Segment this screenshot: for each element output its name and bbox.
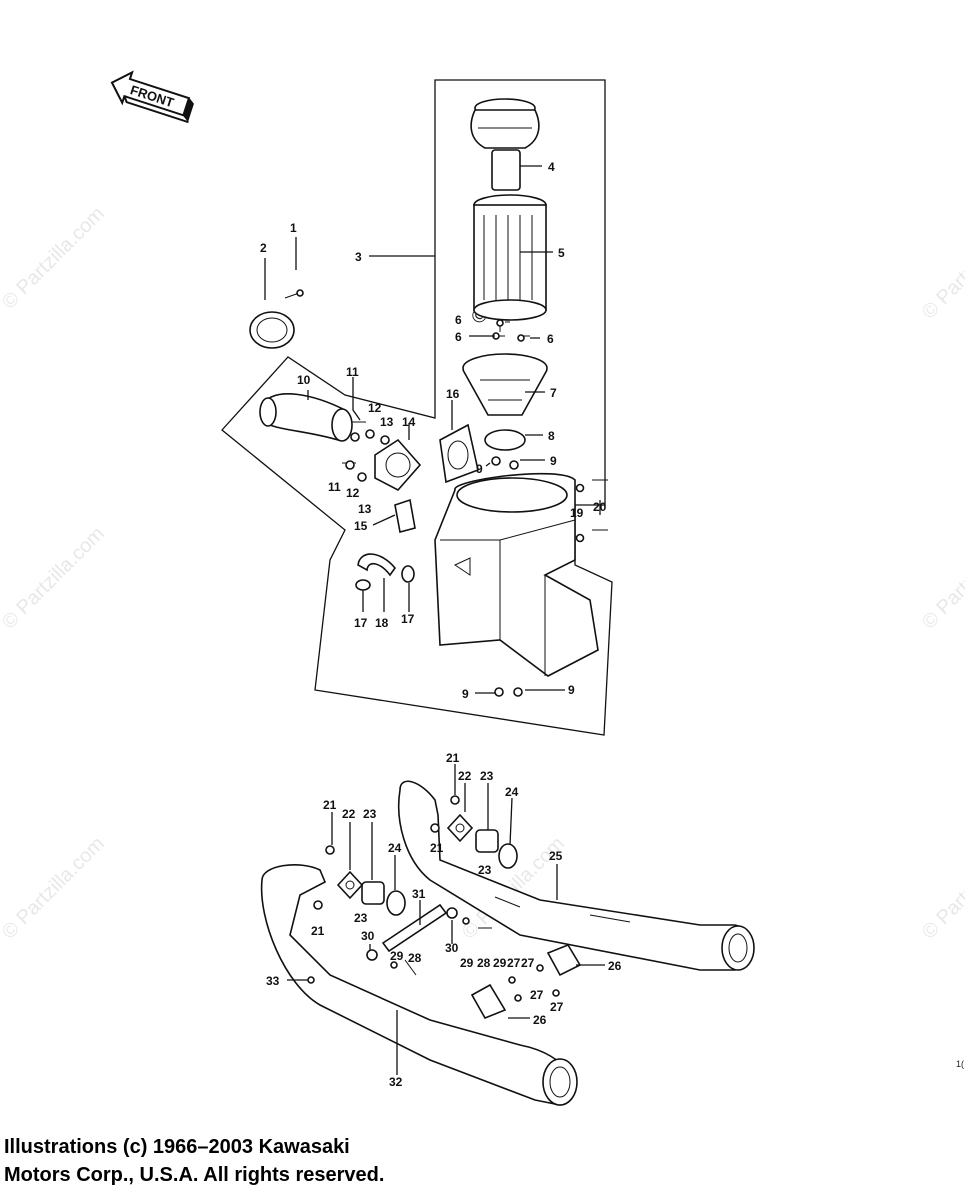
muffler-right [397, 780, 755, 971]
connecting-pipe [366, 903, 492, 976]
air-cleaner-group-outline [221, 79, 613, 736]
page-mark: 1( [956, 1059, 964, 1069]
screws [492, 319, 530, 342]
callout-29: 29 [493, 956, 507, 970]
clip [394, 498, 416, 533]
callout-12: 12 [368, 401, 382, 415]
callout-19: 19 [570, 506, 584, 520]
callout-23: 23 [354, 911, 368, 925]
muffler-left [260, 864, 578, 1106]
callout-21: 21 [430, 841, 444, 855]
screw-33 [307, 976, 315, 984]
callout-15: 15 [354, 519, 368, 533]
callout-13: 13 [358, 502, 372, 516]
callout-21: 21 [446, 751, 460, 765]
nuts [491, 456, 523, 697]
callout-9: 9 [550, 454, 557, 468]
callout-26: 26 [533, 1013, 547, 1027]
muffler-brackets [470, 944, 582, 1020]
copyright-line-1: Illustrations (c) 1966–2003 Kawasaki [4, 1136, 350, 1158]
callout-13: 13 [380, 415, 394, 429]
callout-24: 24 [388, 841, 402, 855]
callout-3: 3 [355, 250, 362, 264]
exhaust-fittings-left [313, 845, 406, 916]
callout-17: 17 [401, 612, 415, 626]
callout-17: 17 [354, 616, 368, 630]
callout-27: 27 [521, 956, 535, 970]
callout-27: 27 [550, 1000, 564, 1014]
callout-numbers: 1 2 3 4 5 6 6 6 7 8 9 9 9 9 10 11 12 13 … [260, 160, 622, 1089]
watermark: © Partzilla.com [918, 523, 965, 634]
washer-bolt-set [575, 479, 608, 543]
callout-22: 22 [342, 807, 356, 821]
cleaner-plate [484, 429, 526, 451]
callout-5: 5 [558, 246, 565, 260]
callout-23: 23 [478, 863, 492, 877]
copyright-notice: Illustrations (c) 1966–2003 Kawasaki Mot… [4, 1133, 604, 1189]
callout-20: 20 [593, 500, 607, 514]
watermark: © Partzilla.com [918, 833, 965, 944]
callout-6: 6 [455, 313, 462, 327]
callout-26: 26 [608, 959, 622, 973]
callout-2: 2 [260, 241, 267, 255]
leader-lines [264, 165, 605, 1075]
callout-11: 11 [328, 480, 341, 494]
callout-6: 6 [455, 330, 462, 344]
callout-33: 33 [266, 974, 280, 988]
callout-16: 16 [446, 387, 460, 401]
callout-11: 11 [346, 365, 359, 379]
watermark: © Partzilla.com [0, 203, 109, 314]
drain-hose [355, 553, 415, 591]
air-cleaner-cap [470, 98, 540, 191]
intake-flange [374, 438, 422, 491]
callout-4: 4 [548, 160, 555, 174]
callout-29: 29 [460, 956, 474, 970]
air-cleaner-housing [434, 472, 599, 677]
callout-6: 6 [547, 332, 554, 346]
callout-24: 24 [505, 785, 519, 799]
callout-9: 9 [462, 687, 469, 701]
callout-7: 7 [550, 386, 557, 400]
callout-9: 9 [476, 462, 483, 476]
callout-22: 22 [458, 769, 472, 783]
watermark: © Partzilla.com [0, 523, 109, 634]
front-arrow-icon: FRONT [110, 70, 194, 124]
callout-8: 8 [548, 429, 555, 443]
air-filter-element [473, 194, 547, 321]
callout-30: 30 [361, 929, 375, 943]
bolts-washers [342, 421, 390, 482]
callout-10: 10 [297, 373, 311, 387]
callout-12: 12 [346, 486, 360, 500]
callout-27: 27 [507, 956, 521, 970]
callout-30: 30 [445, 941, 459, 955]
callout-31: 31 [412, 887, 426, 901]
callout-23: 23 [480, 769, 494, 783]
watermark: © Partzilla.com [0, 833, 109, 944]
callout-28: 28 [477, 956, 491, 970]
gasket [439, 423, 479, 484]
air-funnel [462, 353, 548, 416]
intake-duct [259, 393, 353, 442]
callout-27: 27 [530, 988, 544, 1002]
watermark: © Partzilla.com [918, 213, 965, 324]
callout-25: 25 [549, 849, 563, 863]
callout-21: 21 [323, 798, 337, 812]
callout-9: 9 [568, 683, 575, 697]
callout-23: 23 [363, 807, 377, 821]
exhaust-fittings-right [430, 795, 518, 869]
callout-14: 14 [402, 415, 416, 429]
callout-21: 21 [311, 924, 325, 938]
callout-1: 1 [290, 221, 297, 235]
callout-29: 29 [390, 949, 404, 963]
hose-clamp [249, 289, 304, 349]
callout-18: 18 [375, 616, 389, 630]
callout-28: 28 [408, 951, 422, 965]
copyright-line-2: Motors Corp., U.S.A. All rights reserved… [4, 1164, 385, 1186]
callout-32: 32 [389, 1075, 403, 1089]
